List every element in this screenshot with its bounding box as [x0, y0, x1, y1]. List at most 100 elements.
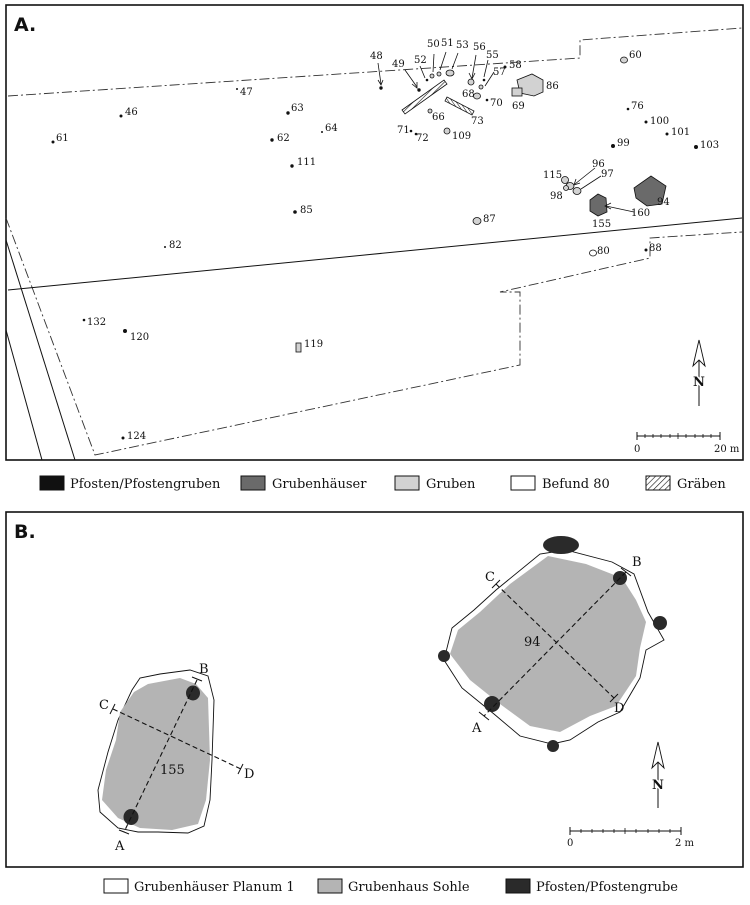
pit-115 [561, 176, 569, 184]
posthole-85 [293, 210, 297, 214]
label-160: 160 [631, 208, 650, 219]
label-56: 56 [473, 42, 486, 53]
scale-b-end: 2 m [675, 838, 695, 849]
legend-a-label-pit-houses: Grubenhäuser [272, 477, 367, 492]
label-109: 109 [452, 131, 471, 142]
legend-b-item-posts: Pfosten/Pfostengrube [505, 878, 678, 895]
scale-a-start: 0 [634, 444, 640, 455]
label-97: 97 [601, 169, 614, 180]
label-87: 87 [483, 214, 496, 225]
pit-house-94-plan: 94 A B C D [438, 536, 667, 752]
label-72: 72 [416, 133, 429, 144]
label-48: 48 [370, 51, 383, 62]
label-57: 57 [493, 67, 506, 78]
label-62: 62 [277, 133, 290, 144]
pit-house-94 [633, 175, 667, 207]
label-49: 49 [392, 59, 405, 70]
posthole-88 [644, 248, 648, 252]
house-94-label-b: B [632, 555, 642, 570]
house-94-post-west [438, 650, 450, 662]
posthole-64 [321, 131, 323, 133]
label-124: 124 [127, 431, 146, 442]
legend-b-item-planum: Grubenhäuser Planum 1 [103, 878, 295, 895]
label-86: 86 [546, 81, 559, 92]
legend-a: Pfosten/Pfostengruben Grubenhäuser Grube… [39, 475, 726, 492]
house-155-label-b: B [199, 662, 209, 677]
house-94-label-d: D [614, 701, 624, 716]
pit-87 [472, 217, 482, 225]
legend-b-label-floor: Grubenhaus Sohle [348, 880, 470, 895]
posthole-49 [417, 88, 421, 92]
posthole-76 [626, 107, 630, 111]
label-52: 52 [414, 55, 427, 66]
label-58: 58 [509, 60, 522, 71]
label-70: 70 [490, 98, 503, 109]
label-119: 119 [304, 339, 323, 350]
house-94-post-east [653, 616, 667, 630]
posthole-100 [644, 120, 648, 124]
label-120: 120 [130, 332, 149, 343]
panel-a: A. [5, 4, 744, 461]
feature-labels: 46 47 48 49 50 51 52 53 55 56 57 58 60 6… [56, 38, 719, 442]
field-line-3 [5, 329, 43, 461]
postholes [51, 65, 698, 440]
label-115: 115 [543, 170, 562, 181]
label-51: 51 [441, 38, 454, 49]
pit-69 [511, 87, 523, 97]
pit-house-155-plan: 155 A B C D [97, 662, 254, 854]
house-94-post-top [543, 536, 579, 554]
legend-a-label-ditches: Gräben [677, 477, 726, 492]
house-94-post-sw [484, 696, 500, 712]
label-103: 103 [700, 140, 719, 151]
posthole-82 [164, 246, 166, 248]
field-line-2 [5, 239, 76, 461]
label-100: 100 [650, 116, 669, 127]
scale-bar-b: 0 2 m [567, 827, 695, 849]
label-69: 69 [512, 101, 525, 112]
legend-a-item-befund: Befund 80 [510, 475, 610, 492]
ditch-feature-73 [444, 96, 475, 116]
posthole-46 [119, 114, 123, 118]
posthole-132 [82, 318, 86, 322]
house-94-label-c: C [485, 570, 495, 585]
panel-a-frame [5, 4, 744, 461]
pit-57 [478, 84, 484, 90]
label-50: 50 [427, 39, 440, 50]
label-61: 61 [56, 133, 69, 144]
posthole-71 [409, 129, 413, 133]
label-76: 76 [631, 101, 644, 112]
label-85: 85 [300, 205, 313, 216]
pit-66 [427, 108, 433, 114]
label-60: 60 [629, 50, 642, 61]
pit-house-155 [589, 193, 608, 217]
posthole-55 [482, 78, 486, 82]
label-68: 68 [462, 89, 475, 100]
posthole-99 [611, 144, 615, 148]
pit-60 [620, 56, 628, 64]
house-94-floor [450, 556, 646, 732]
label-64: 64 [325, 123, 338, 134]
posthole-124 [121, 436, 125, 440]
label-82: 82 [169, 240, 182, 251]
legend-b-label-planum: Grubenhäuser Planum 1 [134, 880, 295, 895]
excavation-boundary-south [5, 217, 743, 456]
label-155: 155 [592, 219, 611, 230]
pit-53 [445, 69, 455, 77]
label-71: 71 [397, 125, 410, 136]
scale-a-end: 20 m [714, 444, 740, 455]
legend-a-label-befund: Befund 80 [542, 477, 610, 492]
pit-56 [467, 78, 475, 86]
posthole-48 [379, 86, 383, 90]
posthole-111 [290, 164, 294, 168]
label-99: 99 [617, 138, 630, 149]
house-94-section-cd [495, 583, 615, 699]
legend-b-item-floor: Grubenhaus Sohle [317, 878, 470, 895]
pit-119 [295, 342, 302, 353]
north-label-b: N [652, 778, 664, 793]
label-53: 53 [456, 40, 469, 51]
posthole-47 [236, 88, 238, 90]
legend-a-item-pits: Gruben [394, 475, 476, 492]
pit-98 [563, 185, 569, 191]
label-94: 94 [657, 197, 670, 208]
